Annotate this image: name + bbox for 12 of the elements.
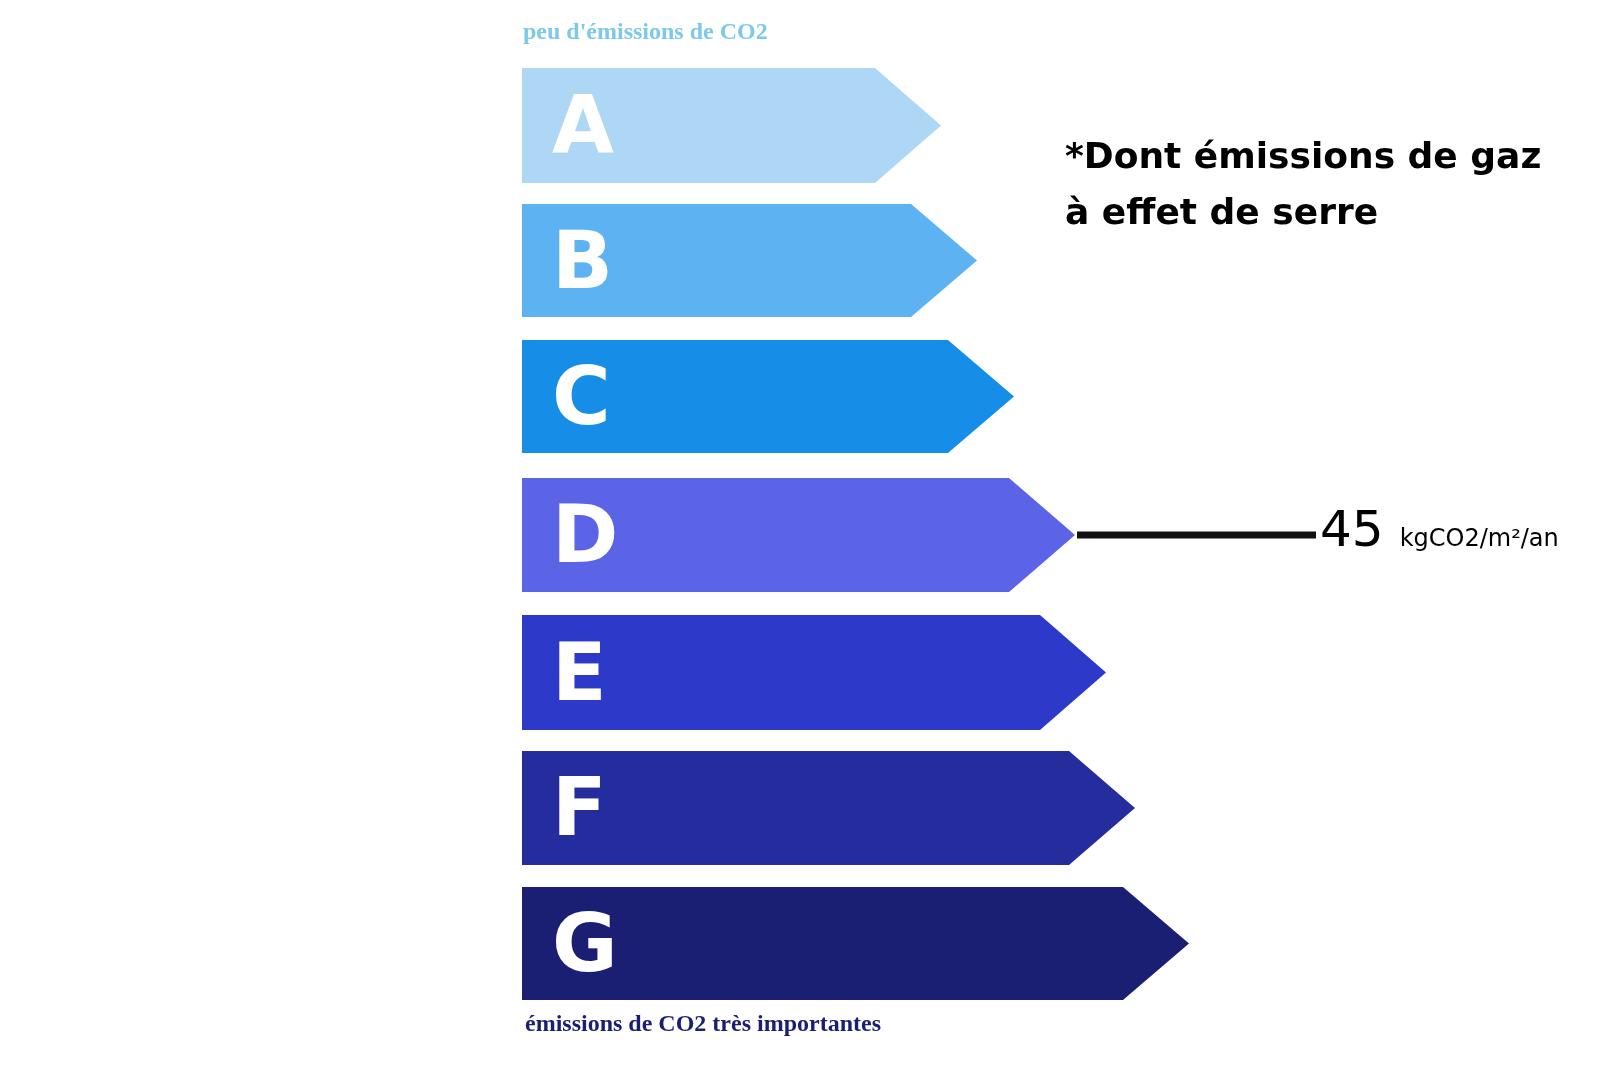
rating-letter: B [552, 220, 613, 301]
unit-text: kgCO2/m²/an [1399, 524, 1559, 552]
rating-letter: C [552, 356, 611, 437]
rating-letter: D [552, 495, 619, 575]
scale-top-label: peu d'émissions de CO2 [523, 18, 768, 45]
rating-letter: A [552, 85, 614, 166]
value-number: 45 [1320, 500, 1384, 558]
rating-letter: E [552, 632, 607, 713]
rating-letter: G [552, 903, 618, 984]
rating-letter: F [552, 768, 607, 848]
footnote-text: *Dont émissions de gaz à effet de serre [1065, 134, 1543, 234]
scale-bottom-label: émissions de CO2 très importantes [525, 1010, 881, 1037]
